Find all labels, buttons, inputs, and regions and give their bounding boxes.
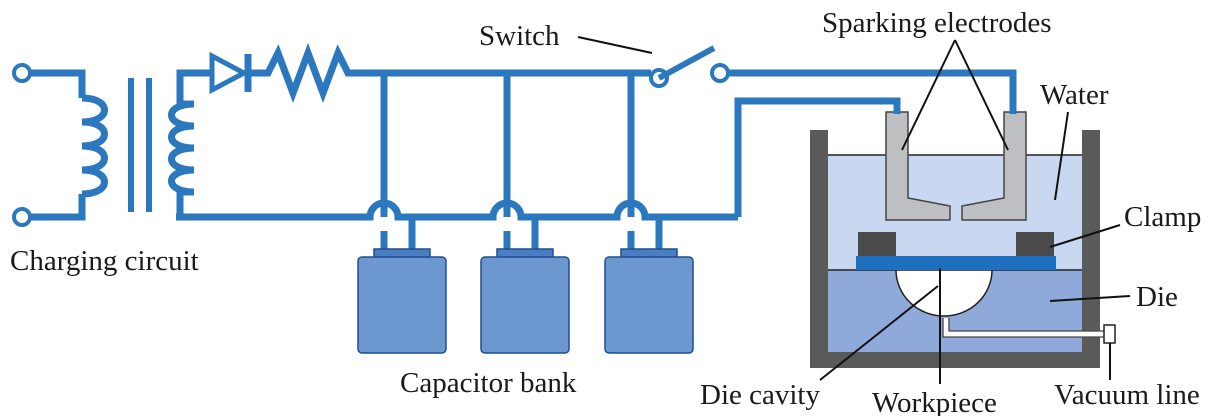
resistor-symbol <box>248 43 358 103</box>
label-die-cavity: Die cavity <box>700 379 820 411</box>
wire-left-electrode-feed <box>734 97 901 217</box>
leader-die <box>1049 295 1131 302</box>
label-capacitor-bank: Capacitor bank <box>400 367 577 399</box>
label-sparking-electrodes: Sparking electrodes <box>822 7 1052 39</box>
electrode-right <box>961 111 1027 221</box>
input-terminal-bottom <box>12 207 32 227</box>
diode-symbol <box>209 51 250 95</box>
leader-electrode-right <box>954 39 1009 151</box>
sparking-electrodes <box>885 111 1027 221</box>
clamp-left <box>858 232 896 258</box>
leader-electrode-left <box>901 39 956 151</box>
label-water: Water <box>1040 79 1109 111</box>
transformer-core <box>128 78 152 212</box>
label-workpiece: Workpiece <box>872 387 997 416</box>
leader-switch <box>577 36 653 54</box>
leader-clamp <box>1049 224 1121 248</box>
label-vacuum-line: Vacuum line <box>1054 379 1200 411</box>
label-switch: Switch <box>479 20 560 52</box>
secondary-coil <box>168 100 195 196</box>
capacitor-2 <box>480 248 570 354</box>
die-cavity-shape <box>895 269 993 317</box>
clamp-right <box>1016 232 1054 258</box>
label-clamp: Clamp <box>1124 201 1201 233</box>
switch-symbol <box>649 45 730 88</box>
input-terminal-top <box>12 63 32 83</box>
forming-tank <box>810 130 1116 368</box>
capacitor-3 <box>604 248 694 354</box>
electrode-left <box>885 111 951 221</box>
leader-water <box>1054 111 1069 201</box>
charging-circuit <box>12 43 358 227</box>
switch-contact-right <box>710 63 730 83</box>
vacuum-line-pipe <box>943 318 1106 337</box>
leader-lines <box>577 36 1131 384</box>
vacuum-line-fitting <box>1103 324 1116 344</box>
leader-die-cavity <box>819 285 939 381</box>
switch-blade <box>657 45 716 81</box>
capacitor-bank <box>357 248 694 354</box>
wire-switch-to-electrode <box>728 69 1017 114</box>
wire-bottom-rail <box>176 199 738 221</box>
capacitor-1 <box>357 248 447 354</box>
workpiece-plate <box>856 256 1056 270</box>
labels: Charging circuit Switch Sparking electro… <box>10 7 1201 416</box>
primary-coil <box>81 94 108 198</box>
label-die: Die <box>1136 281 1178 313</box>
label-charging-circuit: Charging circuit <box>10 245 199 277</box>
circuit-wiring <box>176 69 1017 250</box>
